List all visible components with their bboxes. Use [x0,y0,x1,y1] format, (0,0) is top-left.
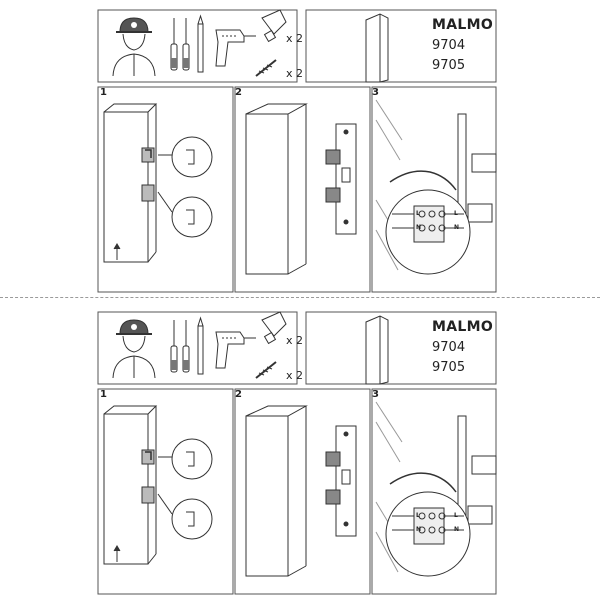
screw-plug-icon [255,59,277,77]
model-code: 9705 [432,360,466,375]
step-number: 3 [372,389,379,400]
drill-icon [215,331,256,369]
screw-quantity: x 2 [286,67,304,80]
step-3-drawing [375,401,497,577]
step-number: 2 [235,87,242,98]
pencil-icon [197,14,204,73]
pencil-icon [197,316,204,375]
instruction-sheet-bottom: MALMO 9704 9705 x 2 x 2 1 2 3 L N L N [0,302,600,602]
terminal-label: L [454,512,458,519]
step-3-frame [371,388,497,595]
product-panel-frame [305,311,497,385]
cut-line [0,297,600,298]
step-3-frame [371,86,497,293]
model-name: MALMO [432,319,494,335]
electrician-helmet-icon [112,17,156,77]
sheet-drawing [97,9,497,293]
step-1-frame [97,388,234,595]
screw-plug-icon [255,361,277,379]
model-code: 9704 [432,340,466,355]
model-code: 9705 [432,58,466,73]
drill-icon [215,29,256,67]
step-2-drawing [245,405,357,577]
terminal-label: L [416,210,420,217]
terminal-label: L [454,210,458,217]
bulb-quantity: x 2 [286,32,304,45]
bulb-gu10-icon [261,311,287,345]
step-number: 2 [235,389,242,400]
bulb-quantity: x 2 [286,334,304,347]
electrician-helmet-icon [112,319,156,379]
model-code: 9704 [432,38,466,53]
sheet-drawing [97,311,497,595]
terminal-label: N [416,224,422,231]
step-1-drawing [103,103,213,263]
product-lamp-sketch [365,13,389,83]
terminal-label: L [416,512,420,519]
step-2-frame [234,388,371,595]
bulb-gu10-icon [261,9,287,43]
screwdriver-icon [170,320,178,373]
product-lamp-sketch [365,315,389,385]
step-2-frame [234,86,371,293]
step-number: 1 [100,389,107,400]
screwdriver-icon [182,18,190,71]
step-2-drawing [245,103,357,275]
tools-panel-frame [97,311,298,385]
model-name: MALMO [432,17,494,33]
product-panel-frame [305,9,497,83]
step-1-drawing [103,405,213,565]
screw-quantity: x 2 [286,369,304,382]
screwdriver-icon [182,320,190,373]
terminal-label: N [454,526,460,533]
step-1-frame [97,86,234,293]
step-number: 1 [100,87,107,98]
terminal-label: N [454,224,460,231]
tools-panel-frame [97,9,298,83]
instruction-sheet-top: MALMO 9704 9705 x 2 x 2 1 2 3 L N L N [0,0,600,300]
step-number: 3 [372,87,379,98]
step-3-drawing [375,99,497,275]
screwdriver-icon [170,18,178,71]
terminal-label: N [416,526,422,533]
